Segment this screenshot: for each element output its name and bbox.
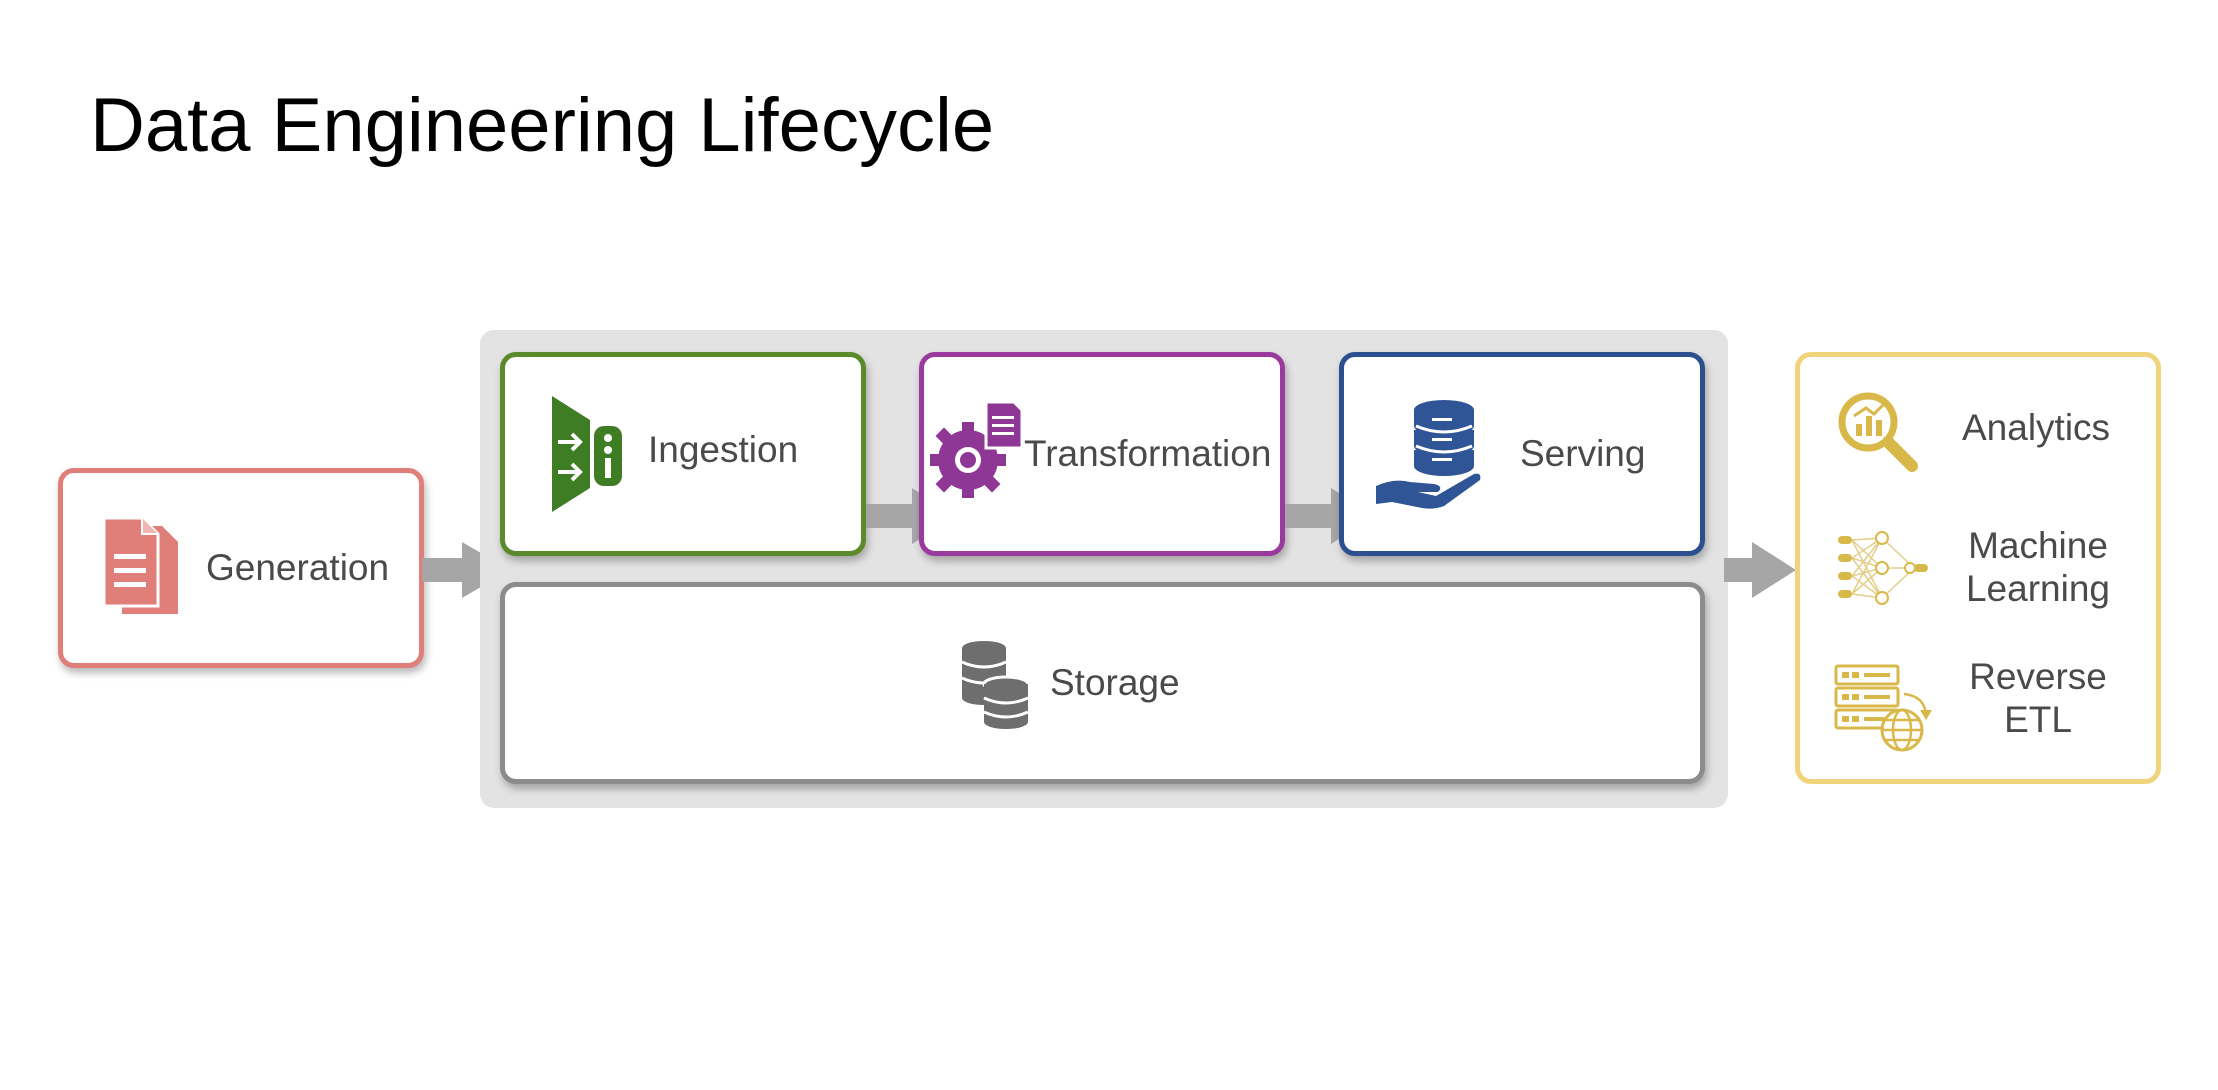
reverse-etl-label-line1: Reverse [1969,656,2107,697]
arrow-generation-to-ingestion [422,542,510,598]
arrow-serving-to-outputs [1724,542,1796,598]
documents-icon [102,518,178,614]
ingestion-box [500,352,866,556]
ingestion-funnel-icon [552,396,622,512]
database-hand-icon [1376,400,1481,509]
ingestion-label: Ingestion [648,429,799,470]
storage-box [500,582,1705,784]
machine-learning-label: Machine Learning [1960,525,2116,610]
generation-label: Generation [206,547,390,588]
serving-box [1339,352,1705,556]
transformation-label: Transformation [1024,433,1272,474]
machine-learning-label-line1: Machine [1968,525,2108,566]
stacked-disks-icon [961,641,1030,729]
analytics-label: Analytics [1962,407,2111,448]
reverse-etl-label: Reverse ETL [1960,656,2116,741]
page-title: Data Engineering Lifecycle [90,83,995,168]
serving-label: Serving [1520,433,1646,474]
gear-document-icon [930,400,1024,498]
storage-label: Storage [1050,662,1180,703]
server-globe-icon [1834,664,1932,752]
magnifier-chart-icon [1838,392,1918,472]
machine-learning-label-line2: Learning [1965,567,2110,609]
reverse-etl-label-line2: ETL [2004,698,2072,740]
neural-network-icon [1838,531,1928,605]
